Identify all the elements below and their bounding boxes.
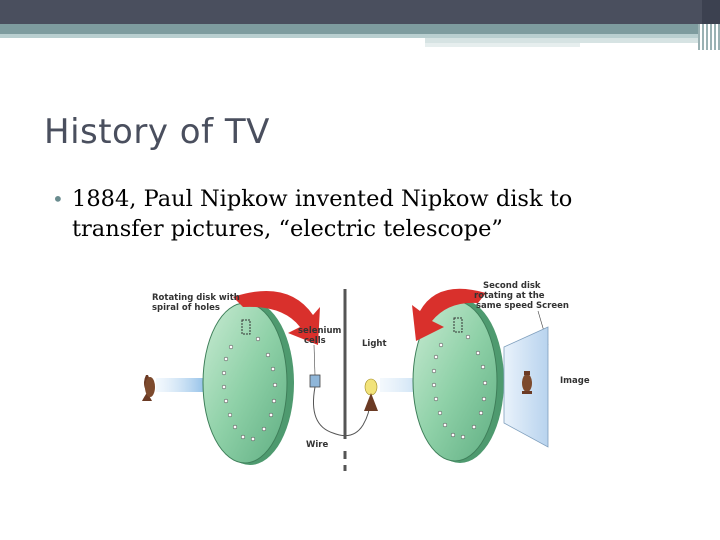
- accent-stripe-light: [0, 34, 698, 38]
- label-selenium-1: selenium: [298, 326, 342, 336]
- vase-icon-left: [142, 375, 155, 401]
- label-rotating-2: spiral of holes: [152, 303, 220, 313]
- vase-icon-right: [522, 371, 532, 394]
- label-second-1: Second disk: [483, 281, 541, 291]
- accent-stripe-shorter: [425, 43, 580, 47]
- accent-stripe-short: [425, 38, 698, 43]
- label-selenium-2: cells: [304, 336, 326, 346]
- bullet-text: 1884, Paul Nipkow invented Nipkow disk t…: [72, 186, 573, 242]
- nipkow-disk-diagram: Rotating disk with spiral of holes selen…: [142, 281, 590, 471]
- label-screen: Screen: [536, 301, 569, 311]
- light-bulb-icon: [364, 378, 378, 411]
- bullet-dot: •: [52, 187, 64, 211]
- label-image: Image: [560, 376, 590, 386]
- rotating-disk-left: [202, 301, 294, 465]
- label-rotating-1: Rotating disk with: [152, 293, 240, 303]
- rotating-disk-right: [412, 299, 504, 463]
- selenium-cell: [309, 374, 321, 388]
- label-wire: Wire: [306, 440, 328, 450]
- rotation-arrow-right: [412, 288, 486, 341]
- accent-stripe: [0, 24, 698, 34]
- label-light: Light: [362, 339, 387, 349]
- decorative-bars: [698, 24, 720, 50]
- slide-title: History of TV: [44, 112, 270, 152]
- label-second-2: rotating at the: [474, 291, 545, 301]
- wire: [313, 386, 371, 437]
- label-second-3: same speed: [476, 301, 533, 311]
- rotation-arrow-left: [233, 291, 320, 345]
- top-bar: [0, 0, 720, 48]
